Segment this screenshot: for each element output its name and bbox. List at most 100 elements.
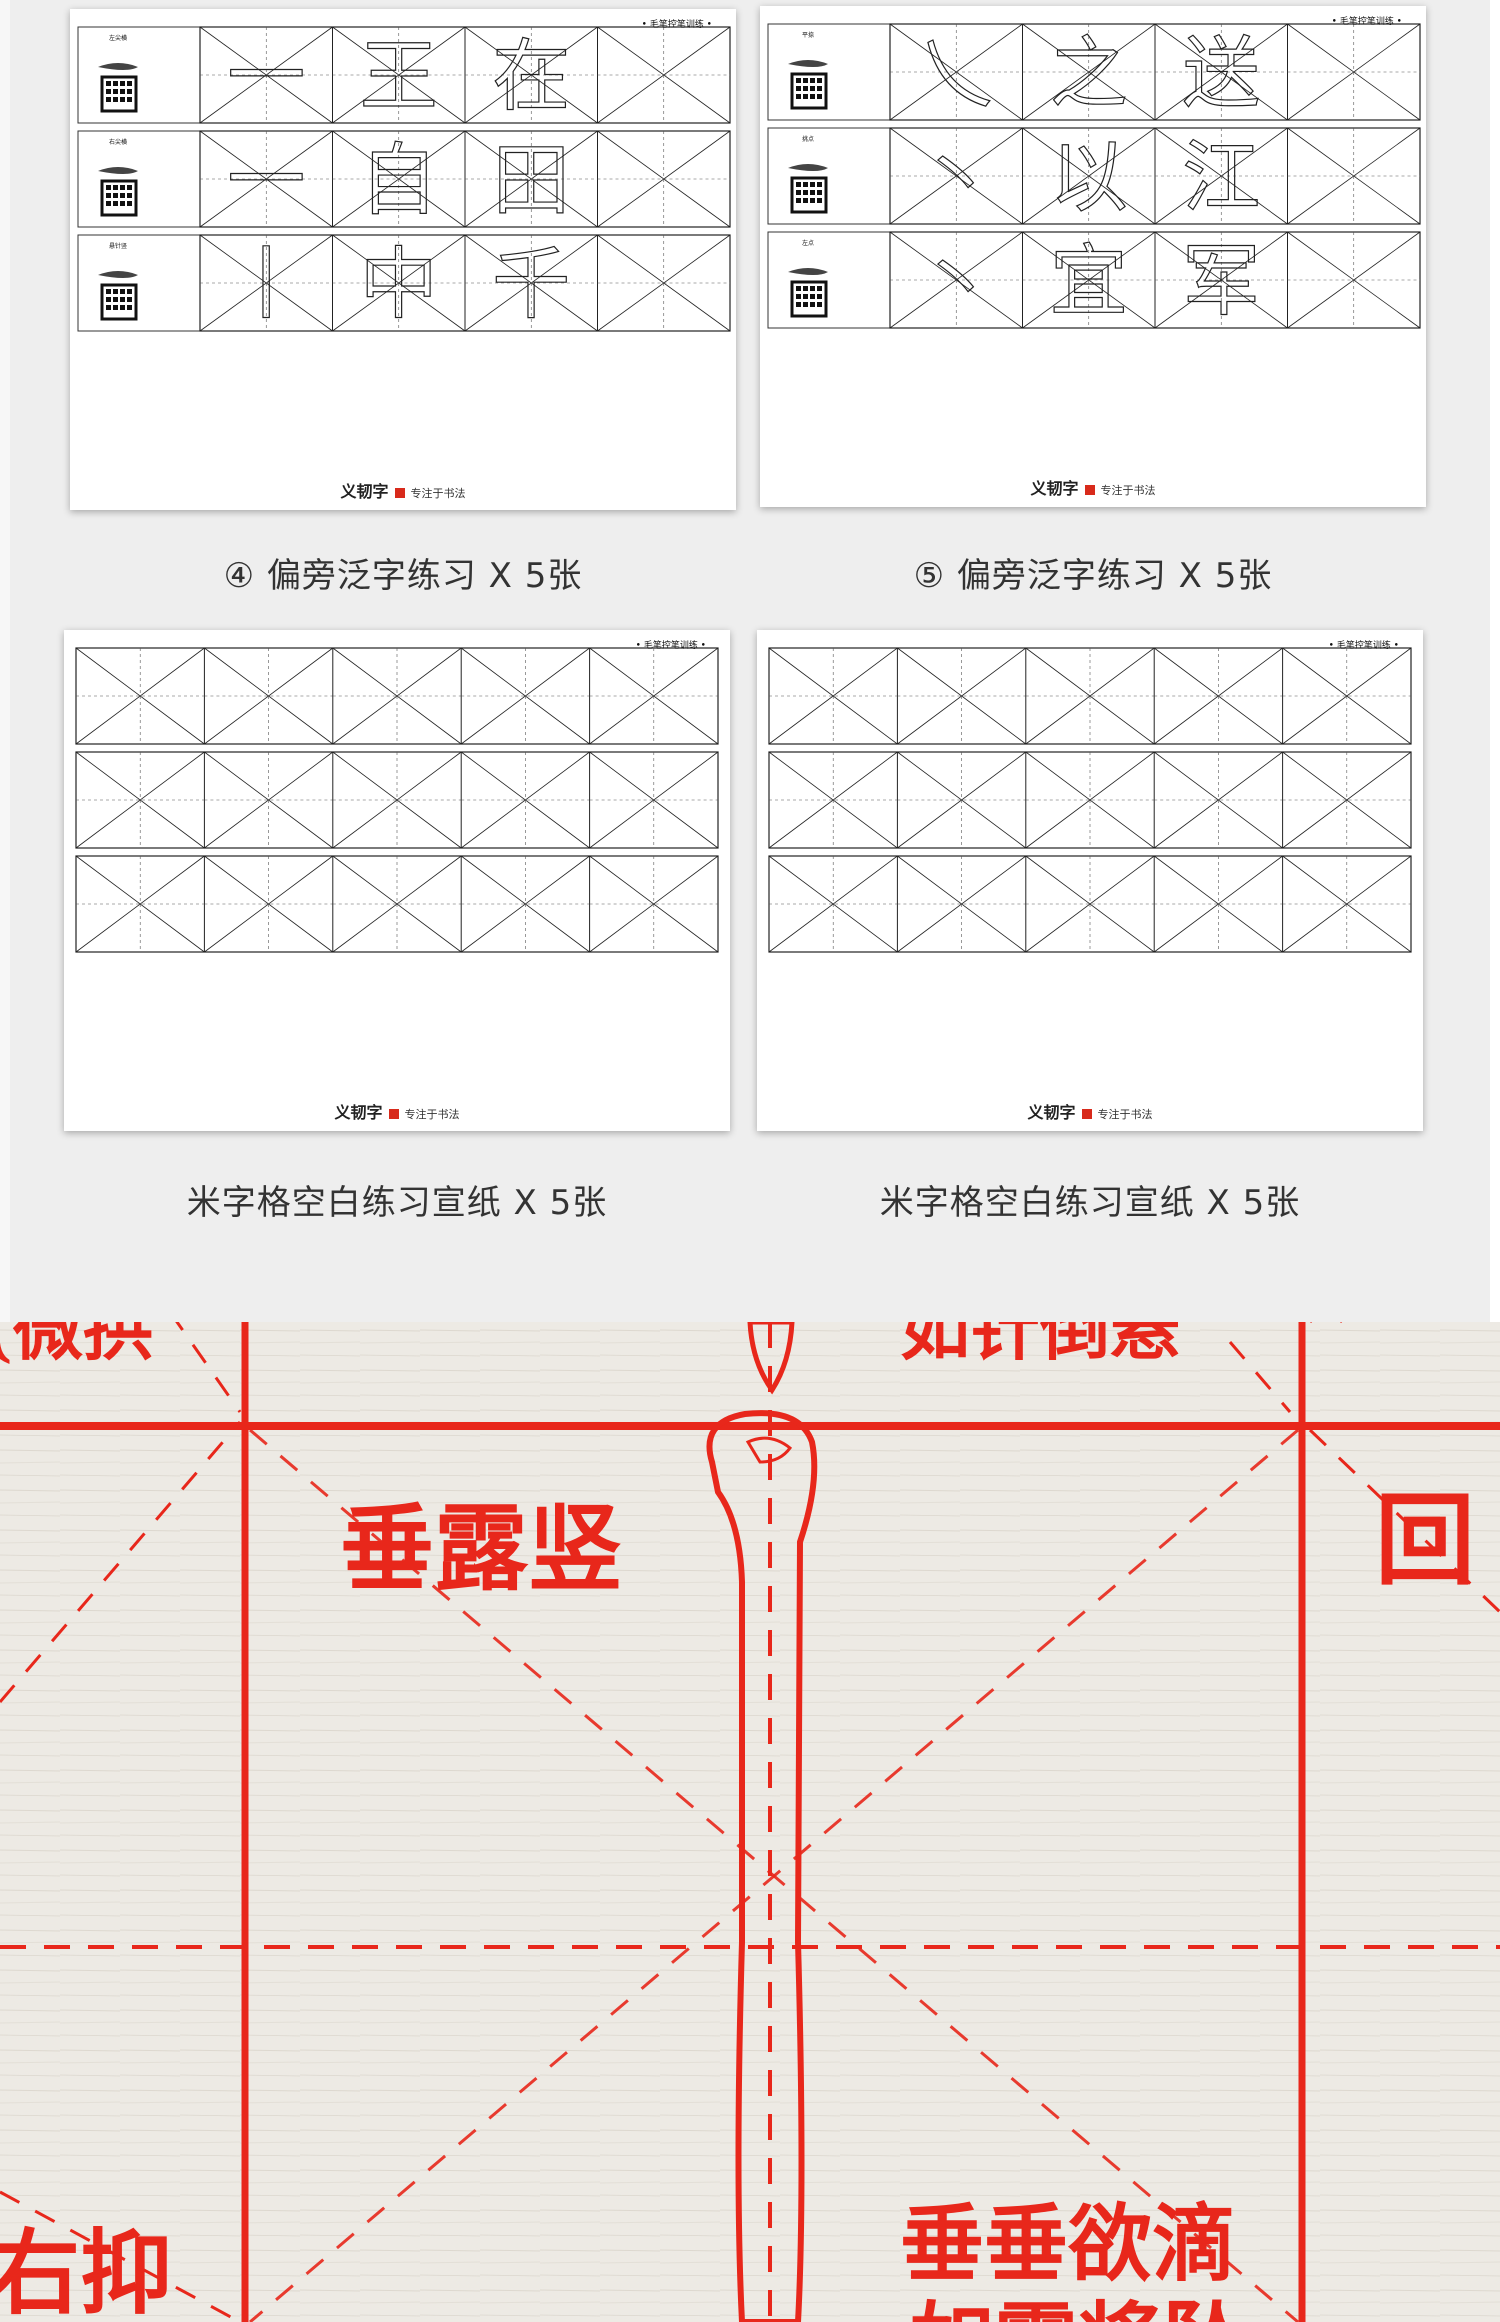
qr-code-module <box>127 289 132 294</box>
qr-code-module <box>810 294 815 299</box>
outline-practice-character: 送 <box>1182 29 1260 119</box>
mi-grid-sheet <box>768 647 1412 953</box>
rice-paper-closeup: (微拱 如针倒悬 垂露竖 回 右抑 垂垂欲滴 如露将坠 <box>0 1322 1500 2322</box>
qr-code-module <box>810 302 815 307</box>
brush-stroke-sample <box>98 271 138 278</box>
qr-code-module <box>810 94 815 99</box>
closeup-label-bottom-right-1: 垂垂欲滴 <box>900 2194 1237 2293</box>
qr-code-module <box>803 182 808 187</box>
stroke-name-label: 悬针竖 <box>108 243 127 250</box>
outline-practice-character: 之 <box>1050 29 1128 119</box>
brand-name: 义韧字 <box>1030 479 1079 498</box>
practice-sheet-radicals-a: 一王在一自田丨中千 • 毛笔控笔训练 • 义韧字专注于书法 左尖横右尖横悬针竖 <box>70 9 736 510</box>
qr-code-module <box>796 286 801 291</box>
qr-code-module <box>803 198 808 203</box>
qr-code-module <box>106 97 111 102</box>
outline-practice-character: 乀 <box>917 29 995 119</box>
qr-code-module <box>106 201 111 206</box>
qr-code-module <box>817 302 822 307</box>
seal-icon <box>394 487 405 498</box>
qr-code-module <box>120 97 125 102</box>
qr-code-module <box>113 89 118 94</box>
brush-stroke-sample <box>788 60 828 67</box>
qr-code-module <box>796 182 801 187</box>
seal-icon <box>388 1108 399 1119</box>
qr-code-module <box>796 198 801 203</box>
mi-grid-sheet: 一王在一自田丨中千 <box>77 26 731 332</box>
qr-code-module <box>817 86 822 91</box>
sheet-tag: • 毛笔控笔训练 • <box>1328 641 1399 651</box>
brand-slogan: 专注于书法 <box>404 1108 460 1121</box>
outline-practice-character: 田 <box>492 136 570 226</box>
outline-practice-character: 在 <box>492 32 570 122</box>
brush-stroke-outline-top <box>747 1322 795 1395</box>
qr-code-module <box>817 198 822 203</box>
product-showcase: 一王在一自田丨中千 • 毛笔控笔训练 • 义韧字专注于书法 左尖横右尖横悬针竖 … <box>0 0 1500 1322</box>
brush-stroke-tip <box>745 1436 793 1464</box>
closeup-label-top-left: (微拱 <box>0 1322 154 1370</box>
qr-code-module <box>817 286 822 291</box>
qr-code-module <box>106 289 111 294</box>
caption-radicals-a: ④ 偏旁泛字练习 X 5张 <box>223 556 583 596</box>
blank-mi-grid-sheet-a: • 毛笔控笔训练 • 义韧字 专注于书法 <box>64 630 730 1131</box>
qr-code-module <box>120 201 125 206</box>
outline-practice-character: 宜 <box>1050 237 1128 327</box>
qr-code-module <box>803 286 808 291</box>
outline-practice-character: 以 <box>1050 133 1128 223</box>
outline-practice-character: 千 <box>492 240 570 330</box>
grid-diagonal <box>0 1421 242 1703</box>
qr-code-module <box>817 78 822 83</box>
qr-code-module <box>803 86 808 91</box>
closeup-grid-lines <box>0 1322 1500 2322</box>
mi-grid-sheet: 乀之送丶以江丶宜军 <box>767 23 1421 329</box>
qr-code-module <box>106 193 111 198</box>
qr-code-module <box>803 294 808 299</box>
outline-practice-character: 丶 <box>917 237 995 327</box>
brand-slogan: 专注于书法 <box>410 487 466 500</box>
qr-code-module <box>817 294 822 299</box>
stroke-name-label: 左尖横 <box>108 35 127 42</box>
qr-code-module <box>127 97 132 102</box>
qr-code-module <box>817 94 822 99</box>
outline-practice-character: 丨 <box>227 240 305 330</box>
qr-code-module <box>803 302 808 307</box>
qr-code-module <box>113 81 118 86</box>
qr-code-module <box>113 193 118 198</box>
brush-stroke-sample <box>788 268 828 275</box>
blank-mi-grid-sheet-b: • 毛笔控笔训练 • 义韧字专注于书法 <box>757 630 1423 1131</box>
stroke-name-label: 挑点 <box>801 136 814 143</box>
qr-code-module <box>127 201 132 206</box>
sheet-footer-brand: 义韧字 专注于书法 <box>760 475 1426 499</box>
grid-diagonal <box>0 2190 241 2322</box>
qr-code-module <box>803 94 808 99</box>
caption-blank-a: 米字格空白练习宣纸 X 5张 <box>186 1183 608 1223</box>
caption-radicals-b: ⑤ 偏旁泛字练习 X 5张 <box>913 556 1273 596</box>
qr-code-module <box>817 190 822 195</box>
qr-code-module <box>120 89 125 94</box>
right-margin-strip <box>1490 0 1500 1322</box>
brush-stroke-sample <box>98 167 138 174</box>
qr-code-module <box>803 78 808 83</box>
outline-practice-character: 中 <box>360 240 438 330</box>
seal-icon <box>1084 484 1095 495</box>
grid-diagonal <box>1228 1341 1292 1413</box>
outline-practice-character: 一 <box>227 32 305 122</box>
brand-name: 义韧字 <box>334 1103 383 1122</box>
qr-code-module <box>127 185 132 190</box>
outline-practice-character: 江 <box>1182 133 1260 223</box>
left-margin-strip <box>0 0 10 1322</box>
brand-slogan: 专注于书法 <box>1100 484 1156 497</box>
sheet-footer-brand: 义韧字 专注于书法 <box>64 1099 730 1123</box>
qr-code-module <box>127 305 132 310</box>
qr-code-module <box>810 78 815 83</box>
sheet-tag: • 毛笔控笔训练 • <box>641 20 712 30</box>
qr-code-module <box>127 89 132 94</box>
outline-practice-character: 一 <box>227 136 305 226</box>
qr-code-module <box>810 198 815 203</box>
qr-code-module <box>120 185 125 190</box>
sheet-tag: • 毛笔控笔训练 • <box>635 641 706 651</box>
brush-stroke-sample <box>98 63 138 70</box>
grid-diagonal <box>1308 1428 1500 1614</box>
brand-slogan: 专注于书法 <box>1097 1108 1153 1121</box>
qr-code-module <box>113 289 118 294</box>
